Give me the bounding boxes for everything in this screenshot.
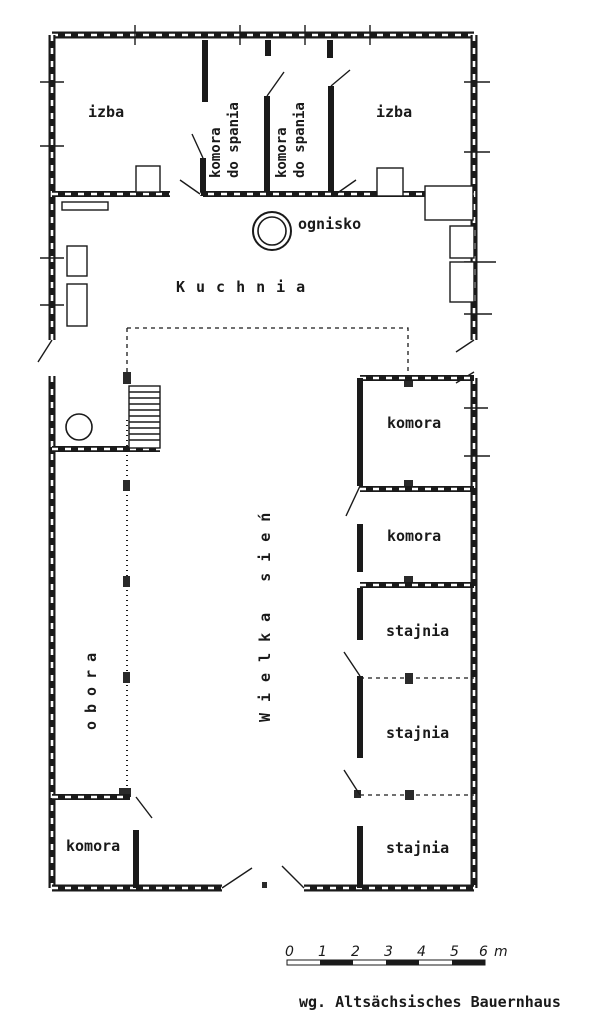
furniture [61,165,475,327]
label-komora-spania-1b: do spania [226,102,242,178]
label-komora-spania-2a: komora [274,127,290,178]
label-komora-right-1: komora [387,414,441,432]
label-komora-right-2: komora [387,527,441,545]
scale-tick-2: 2 [351,944,360,960]
staircase [128,385,161,449]
scale-unit: m [494,944,508,960]
scale-bar: 0 1 2 3 4 5 6 m [285,944,508,966]
stove-right [376,167,404,197]
cabinet-right-2 [449,261,475,303]
source-caption: wg. Altsächsisches Bauernhaus [299,993,561,1011]
posts [119,372,414,888]
beam-lines [126,327,474,796]
label-izba-right: izba [376,103,412,121]
wall-ticks [40,25,496,457]
label-izba-left: izba [88,103,124,121]
label-ognisko: ognisko [298,215,361,233]
label-komora-spania-2b: do spania [292,102,308,178]
top-partitions [52,40,474,197]
bench-right [424,185,474,221]
scale-tick-6: 6 [479,944,488,960]
scale-tick-5: 5 [450,944,459,960]
shelf-left [61,201,109,211]
scale-tick-3: 3 [384,944,393,960]
scale-tick-4: 4 [417,944,426,960]
hearth-icon [252,211,292,251]
cabinet-left-2 [66,283,88,327]
label-stajnia-2: stajnia [386,724,449,742]
label-obora: obora [82,645,100,730]
label-komora-spania-1a: komora [208,127,224,178]
label-komora-bottom-left: komora [66,837,120,855]
scale-tick-0: 0 [285,944,294,960]
scale-tick-1: 1 [318,944,327,960]
cabinet-right-1 [449,225,475,259]
label-stajnia-3: stajnia [386,839,449,857]
left-side [52,385,161,888]
stove-left [135,165,161,193]
well-icon [65,413,93,441]
right-side [343,375,474,888]
cabinet-left-1 [66,245,88,277]
room-labels: izba izba komora do spania komora do spa… [66,102,449,857]
label-kuchnia: Kuchnia [176,278,316,296]
label-stajnia-1: stajnia [386,622,449,640]
outer-walls [48,31,478,892]
label-wielka-sien: Wielka sień [256,502,274,722]
